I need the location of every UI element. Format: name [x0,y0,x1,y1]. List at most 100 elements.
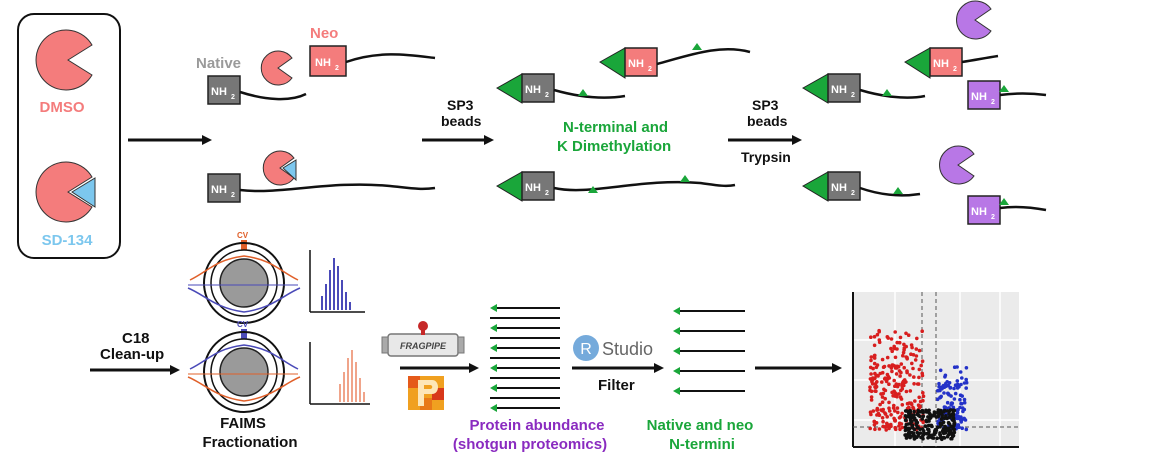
volcano-dot [892,378,896,383]
volcano-dot [912,436,917,440]
volcano-dot [869,355,874,359]
volcano-dot [916,408,920,413]
svg-text:NH: NH [971,206,987,218]
volcano-dot [941,420,946,425]
fragpipe-text: FRAGPIPE [400,341,447,351]
svg-text:NH: NH [971,91,987,103]
volcano-dot [948,386,953,390]
volcano-dot [960,376,964,380]
volcano-dot [942,405,947,409]
protein-abundance-label-2: (shotgun proteomics) [453,436,607,453]
volcano-dot [881,407,885,412]
volcano-dot [952,430,957,435]
condition-panel: DMSO SD-134 [17,13,121,259]
fragpipe-logo: FRAGPIPE [381,321,465,357]
volcano-dot [955,408,960,412]
protein-abundance-label-1: Protein abundance [469,417,604,434]
volcano-dot [917,395,921,400]
volcano-dot [893,355,898,360]
volcano-dot [943,373,948,378]
volcano-dot [952,427,957,432]
volcano-dot [958,405,962,410]
volcano-dot [949,394,953,398]
volcano-dot [910,361,914,366]
sp3-label-3: SP3 [752,97,779,113]
volcano-dot [889,422,893,427]
volcano-dot [868,385,872,390]
svg-text:NH: NH [628,58,644,70]
volcano-dot [942,391,946,395]
volcano-dot [883,376,887,381]
svg-text:2: 2 [851,92,855,99]
volcano-dot [899,362,904,366]
volcano-dot [881,365,886,370]
cv-label-bottom: CV [237,320,249,329]
volcano-dot [869,335,873,340]
volcano-dot [921,429,926,433]
volcano-dot [940,386,944,391]
volcano-dot [924,431,929,436]
volcano-dot [908,418,913,423]
volcano-dot [952,386,956,391]
trypsin-label: Trypsin [741,149,791,165]
volcano-dot [914,354,919,358]
volcano-dot [935,414,940,419]
pacman-dmso-icon [35,29,93,91]
volcano-dot [877,338,882,342]
termini-label-1: Native and neo [647,417,754,434]
volcano-dot [900,425,905,430]
volcano-dot [949,401,954,405]
volcano-dot [881,419,885,424]
volcano-dot [911,366,915,371]
svg-text:2: 2 [545,92,549,99]
volcano-dot [893,366,898,370]
volcano-dot [904,331,908,336]
volcano-dot [868,426,872,431]
volcano-dot [878,371,882,376]
volcano-dot [872,353,877,358]
c18-label-2: Clean-up [100,346,164,363]
volcano-dot [936,388,940,393]
volcano-dot [892,346,897,350]
volcano-dot [899,422,904,426]
volcano-dot [907,405,911,410]
volcano-dot [873,382,878,386]
volcano-dot [869,398,874,402]
volcano-dot [916,403,921,408]
volcano-dot [927,435,931,439]
svg-text:2: 2 [991,214,995,221]
volcano-dot [940,413,944,418]
volcano-dot [964,386,968,390]
volcano-dot [951,405,956,410]
svg-text:2: 2 [648,66,652,73]
volcano-dot [952,423,956,428]
svg-text:NH: NH [933,58,949,70]
volcano-dot [964,427,969,432]
volcano-dot [869,358,873,363]
volcano-dot [952,397,957,401]
volcano-dot [919,363,923,368]
volcano-dot [947,412,951,416]
volcano-dot [874,421,879,425]
volcano-dot [887,409,892,413]
volcano-dot [946,391,950,396]
volcano-dot [912,382,916,386]
termini-label-2: N-termini [669,436,735,453]
svg-text:2: 2 [851,190,855,197]
volcano-dot [893,409,897,413]
pacman-sd134-icon [35,161,93,223]
volcano-dot [962,400,967,405]
drug-wedge-icon [71,177,96,208]
volcano-dot [885,415,889,419]
volcano-dot [917,348,922,353]
volcano-dot [881,424,885,429]
svg-text:2: 2 [335,65,339,72]
volcano-dot [928,423,932,428]
volcano-dot [958,417,962,421]
volcano-dot [924,418,928,423]
volcano-dot [958,397,962,402]
volcano-dot [914,347,919,351]
volcano-dot [921,420,925,425]
volcano-dot [937,381,941,386]
svg-text:2: 2 [953,66,957,73]
